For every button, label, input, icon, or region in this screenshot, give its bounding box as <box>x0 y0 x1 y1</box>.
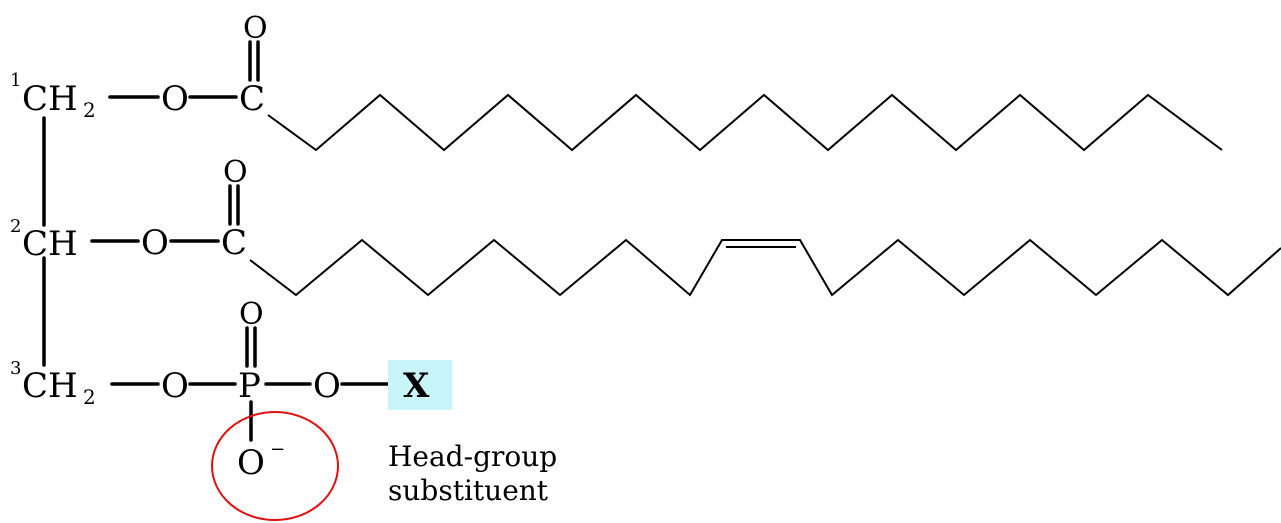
carbonyl-oxygen-2: O <box>223 155 248 190</box>
svg-text:2: 2 <box>83 98 96 122</box>
caption-line-1: Head-group <box>388 440 557 473</box>
anion-charge: − <box>270 439 285 460</box>
carbon-1-label: 1 CH 2 <box>10 70 96 122</box>
head-group-x: X <box>403 366 430 406</box>
svg-text:3: 3 <box>10 358 21 379</box>
carbonyl-carbon-2: C <box>221 223 247 263</box>
head-group-box <box>388 360 452 410</box>
svg-text:1: 1 <box>10 70 21 91</box>
carbonyl-oxygen-1: O <box>243 11 268 46</box>
fatty-acid-chain-1 <box>267 93 1223 152</box>
carbon-3-label: 3 CH 2 <box>10 358 96 409</box>
ester-oxygen-1: O <box>161 79 189 119</box>
svg-text:2: 2 <box>10 216 21 237</box>
svg-text:2: 2 <box>83 385 96 409</box>
highlight-circle <box>211 411 339 521</box>
carbon-2-label: 2 CH <box>10 216 78 264</box>
svg-text:CH: CH <box>22 224 78 264</box>
caption-line-2: substituent <box>388 474 549 507</box>
svg-text:CH: CH <box>22 366 78 406</box>
anionic-oxygen: O <box>237 443 265 483</box>
carbonyl-carbon-1: C <box>239 79 265 119</box>
fatty-acid-chain-2 <box>249 238 1281 297</box>
phosphorus-atom: P <box>238 366 261 406</box>
svg-text:CH: CH <box>22 79 78 119</box>
phosphoryl-oxygen: O <box>239 297 264 332</box>
phosphate-ester-oxygen: O <box>161 366 189 406</box>
ester-oxygen-2: O <box>141 223 169 263</box>
head-group-linker-oxygen: O <box>313 366 341 406</box>
